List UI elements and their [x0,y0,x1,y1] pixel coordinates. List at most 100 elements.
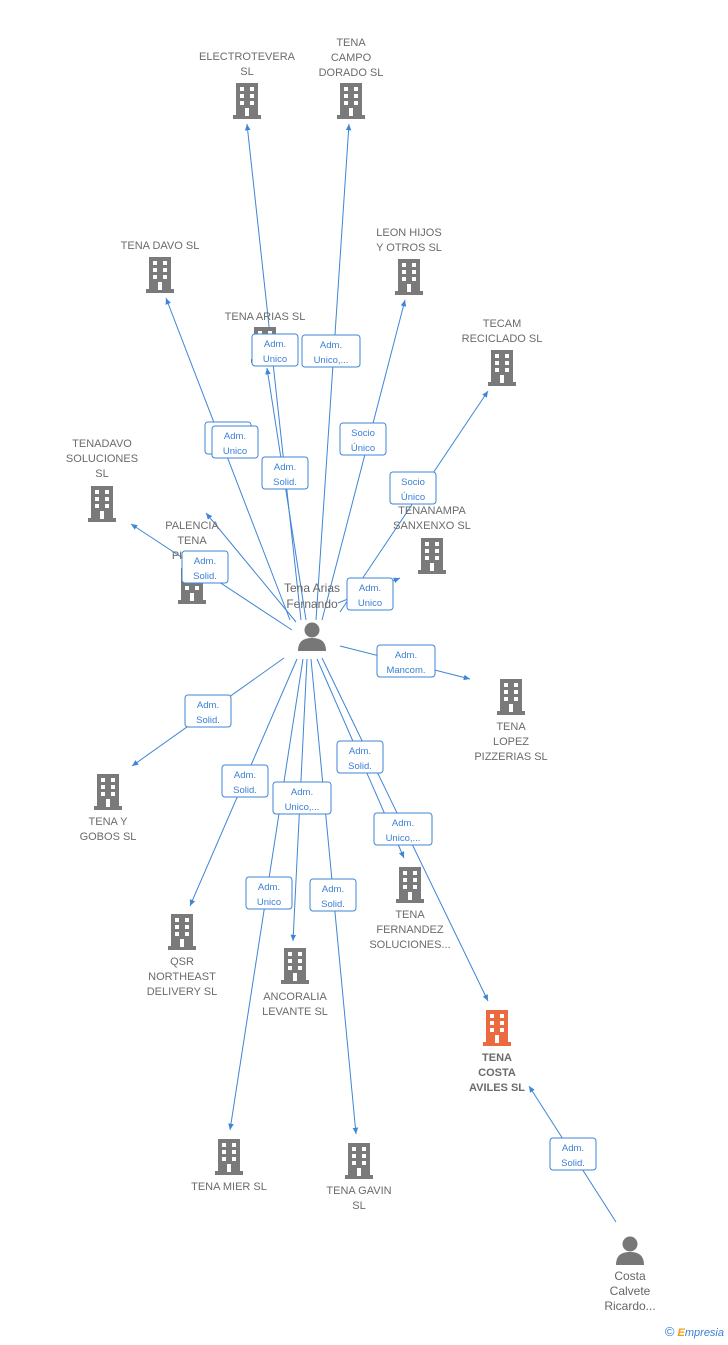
edge-role-text: Unico [263,354,287,365]
edge-role-label[interactable]: Adm. Unico [251,333,299,367]
company-name-line: TECAM [483,318,522,330]
edge-role-label[interactable]: Adm.Solid. [221,764,269,798]
company-name-line: DORADO SL [319,67,384,79]
edge-role-text: Adm. [392,818,414,829]
company-name-line: TENA [395,909,425,921]
building-icon [94,774,122,810]
company-name-line: TENA [177,535,207,547]
edge-role-text: Solid. [233,785,257,796]
person-name-line: Calvete [610,1284,651,1298]
edge-role-label[interactable]: Adm. Solid. [549,1137,597,1171]
building-icon [337,83,365,119]
edge-role-text: Adm. [291,787,313,798]
company-node-ancoralia[interactable]: ANCORALIA LEVANTE SL [262,948,328,1018]
building-icon [497,679,525,715]
company-name-line: ELECTROTEVERA [199,51,296,63]
building-icon [345,1143,373,1179]
building-icon [168,914,196,950]
company-node-tena-fernandez[interactable]: TENAFERNANDEZSOLUCIONES... [369,867,451,951]
edge-role-label[interactable]: Adm. Unico,... [301,334,361,368]
edge-role-text: Unico,... [314,355,349,366]
person-icon [298,622,326,651]
company-node-tena-arias[interactable]: TENA ARIAS SL [225,311,306,363]
edge-role-text: Solid. [321,899,345,910]
edge-role-text: Adm. [562,1143,584,1154]
person-name-line: Costa [614,1269,646,1283]
building-icon [233,83,261,119]
company-name-line: GOBOS SL [80,831,137,843]
building-icon [215,1139,243,1175]
edge-role-text: Único [351,443,375,454]
edge-role-text: Solid. [348,761,372,772]
building-icon [418,538,446,574]
company-name-line: COSTA [478,1067,516,1079]
edge-role-label[interactable]: Adm.Mancom. [376,644,436,678]
company-node-electrotevera[interactable]: ELECTROTEVERA SL [199,51,296,119]
edge-role-text: Adm. [194,556,216,567]
person-node-secondary[interactable]: CostaCalveteRicardo... [604,1236,656,1314]
company-node-tena-y-gobos[interactable]: TENA Y GOBOS SL [80,774,137,843]
edge-role-label[interactable]: Adm.Unico [245,876,293,910]
edge-role-label[interactable]: Adm.Unico,... [272,781,332,815]
building-icon [281,948,309,984]
edge-role-text: Solid. [196,715,220,726]
company-name-line: SL [352,1200,365,1212]
company-name-line: PIZZERIAS SL [474,751,547,763]
edge-role-text: Adm. [359,583,381,594]
edge-role-label[interactable]: Adm.Unico [211,425,259,459]
company-name-line: TENA DAVO SL [121,240,200,252]
edge-role-text: Unico [358,598,382,609]
edge-role-text: Adm. [264,339,286,350]
company-name-line: SANXENXO SL [393,520,471,532]
edge-role-label[interactable]: Adm. Unico [346,577,394,611]
company-node-tenanampa[interactable]: TENANAMPA SANXENXO SL [393,505,471,574]
edge-role-label[interactable]: Adm.Solid. [309,878,357,912]
building-icon [488,350,516,386]
footer-brand: © Empresia [665,1324,724,1339]
edge-role-text: Adm. [320,340,342,351]
brand-logo-text: mpresia [684,1327,724,1339]
company-name-line: CAMPO [331,52,372,64]
company-name-line: SL [240,66,253,78]
edge-role-label[interactable]: Adm.Solid. [184,694,232,728]
edge-role-text: Solid. [193,571,217,582]
company-name-line: FERNANDEZ [376,924,444,936]
edge-role-text: Unico [223,446,247,457]
person-name-line: Ricardo... [604,1299,655,1313]
company-name-line: TENADAVO [72,438,132,450]
person-icon [616,1236,644,1265]
company-name-line: TENANAMPA [398,505,466,517]
edge-role-label[interactable]: Adm.Solid. [261,456,309,490]
company-node-tecam[interactable]: TECAM RECICLADO SL [462,318,543,386]
edge-role-label[interactable]: Adm. Solid. [181,550,229,584]
copyright-icon: © [664,1324,675,1339]
edge-role-label[interactable]: Adm.Solid. [336,740,384,774]
company-name-line: TENA ARIAS SL [225,311,306,323]
company-name-line: ANCORALIA [263,991,327,1003]
building-icon [483,1010,511,1046]
company-name-line: PALENCIA [165,520,219,532]
edge-role-text: Adm. [395,650,417,661]
person-name-line: Fernando [286,597,338,611]
edge-line-tena-arias [265,367,307,621]
edge-role-label[interactable]: Adm.Unico,... [373,812,433,846]
company-name-line: RECICLADO SL [462,333,543,345]
company-name-line: LEVANTE SL [262,1006,328,1018]
company-name-line: LEON HIJOS [376,227,441,239]
edge-role-text: Único [401,492,425,503]
company-node-tena-davo[interactable]: TENA DAVO SL [121,240,200,293]
company-name-line: TENA Y [89,816,129,828]
edge-role-text: Solid. [561,1158,585,1169]
company-node-tena-mier[interactable]: TENA MIER SL [191,1139,267,1193]
building-icon [395,259,423,295]
